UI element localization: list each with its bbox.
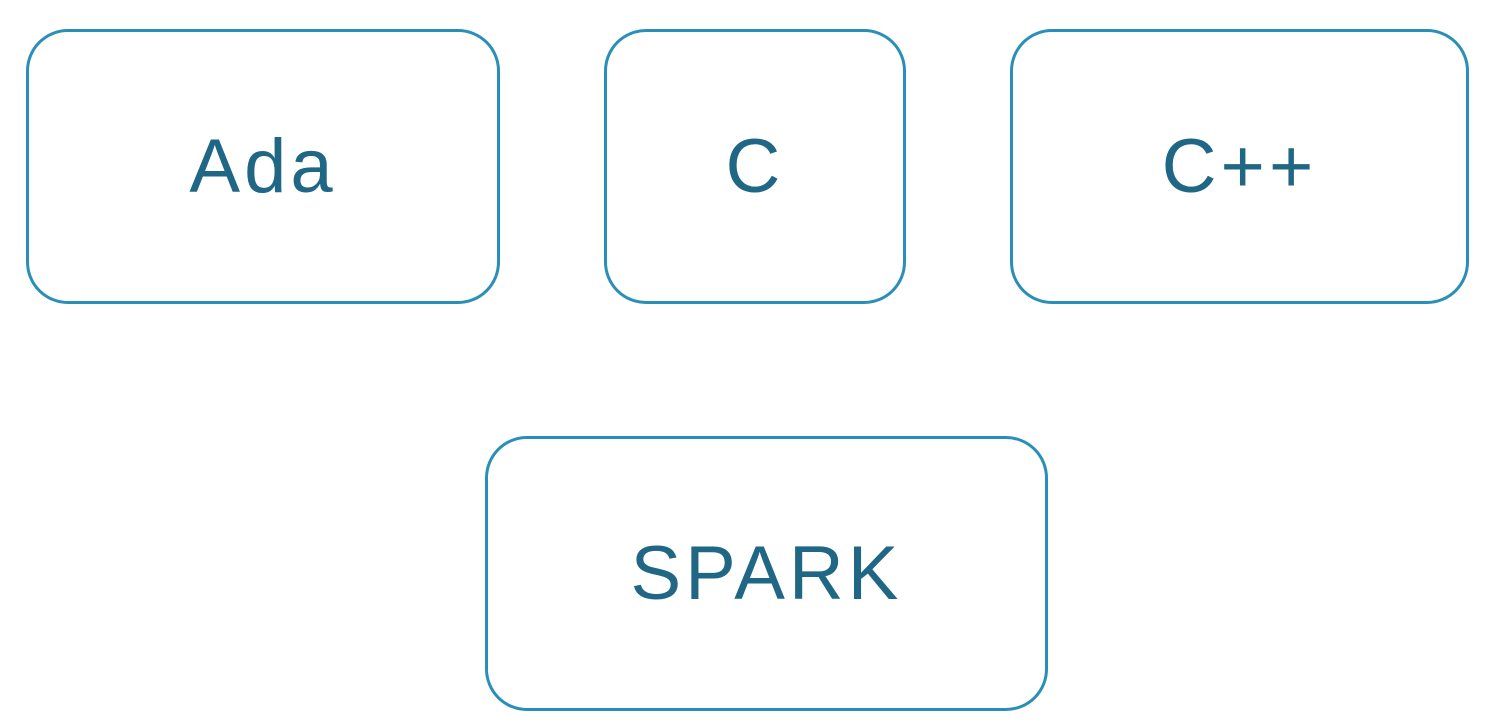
node-c: C (604, 29, 906, 304)
node-label-c: C (725, 123, 785, 209)
node-label-spark: SPARK (630, 530, 903, 616)
node-spark: SPARK (485, 436, 1048, 711)
node-label-cpp: C++ (1161, 123, 1318, 209)
node-cpp: C++ (1010, 29, 1469, 304)
node-ada: Ada (26, 29, 500, 304)
node-label-ada: Ada (189, 123, 337, 209)
